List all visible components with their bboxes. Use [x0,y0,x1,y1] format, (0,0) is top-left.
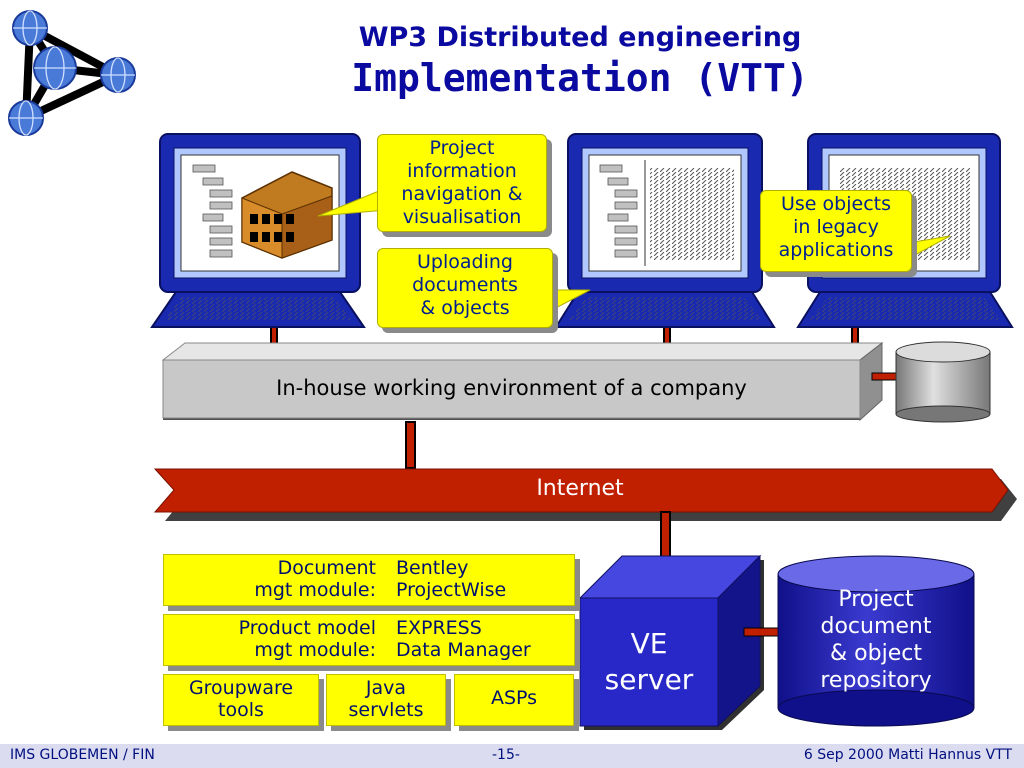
repository-label: Project document & object repository [820,587,932,693]
callout-legacy: Use objects in legacy applications [760,190,912,272]
callout-line: applications [778,239,894,261]
groupware-box: Groupware tools [163,674,319,726]
callout-line: visualisation [402,206,522,228]
footer-left: IMS GLOBEMEN / FIN [10,747,155,763]
slide-subtitle: WP3 Distributed engineering [358,22,802,53]
callout-line: in legacy [793,216,879,238]
callout-uploading: Uploading documents & objects [377,248,553,328]
footer-page-number: -15- [492,747,520,763]
globe-network-logo [8,10,136,136]
callout-line: Uploading [417,251,513,273]
repository-cylinder [777,555,975,727]
environment-connector [405,421,416,469]
module-product: EXPRESS Data Manager [396,617,531,661]
module-label: Product model mgt module: [238,617,376,661]
callout-navigation: Project information navigation & visuali… [377,134,547,232]
workstation-monitor-1 [150,133,366,328]
building-icon [241,171,333,259]
ve-server-cube [578,554,764,730]
asps-box: ASPs [454,674,574,726]
document-module-box: Document mgt module: Bentley ProjectWise [163,554,575,606]
internet-band [153,468,1017,521]
callout-line: information [407,160,517,182]
module-product: Bentley ProjectWise [396,557,507,601]
callout-line: Use objects [781,193,891,215]
slide-footer: IMS GLOBEMEN / FIN -15- 6 Sep 2000 Matti… [0,744,1024,768]
module-label: Document mgt module: [254,557,376,601]
callout-line: Project [429,137,495,159]
product-model-module-box: Product model mgt module: EXPRESS Data M… [163,614,575,666]
workstation-monitor-2 [554,133,776,328]
footer-right: 6 Sep 2000 Matti Hannus VTT [803,747,1012,763]
company-environment-box [161,341,884,422]
internet-label: Internet [536,476,624,501]
slide-title: Implementation (VTT) [351,56,809,100]
ve-server-label: VE server [604,627,694,696]
callout-line: documents [412,274,518,296]
callout-line: navigation & [401,183,523,205]
java-servlets-box: Java servlets [326,674,446,726]
environment-label: In-house working environment of a compan… [276,376,747,400]
local-database-icon [871,341,991,423]
callout-line: & objects [420,297,510,319]
